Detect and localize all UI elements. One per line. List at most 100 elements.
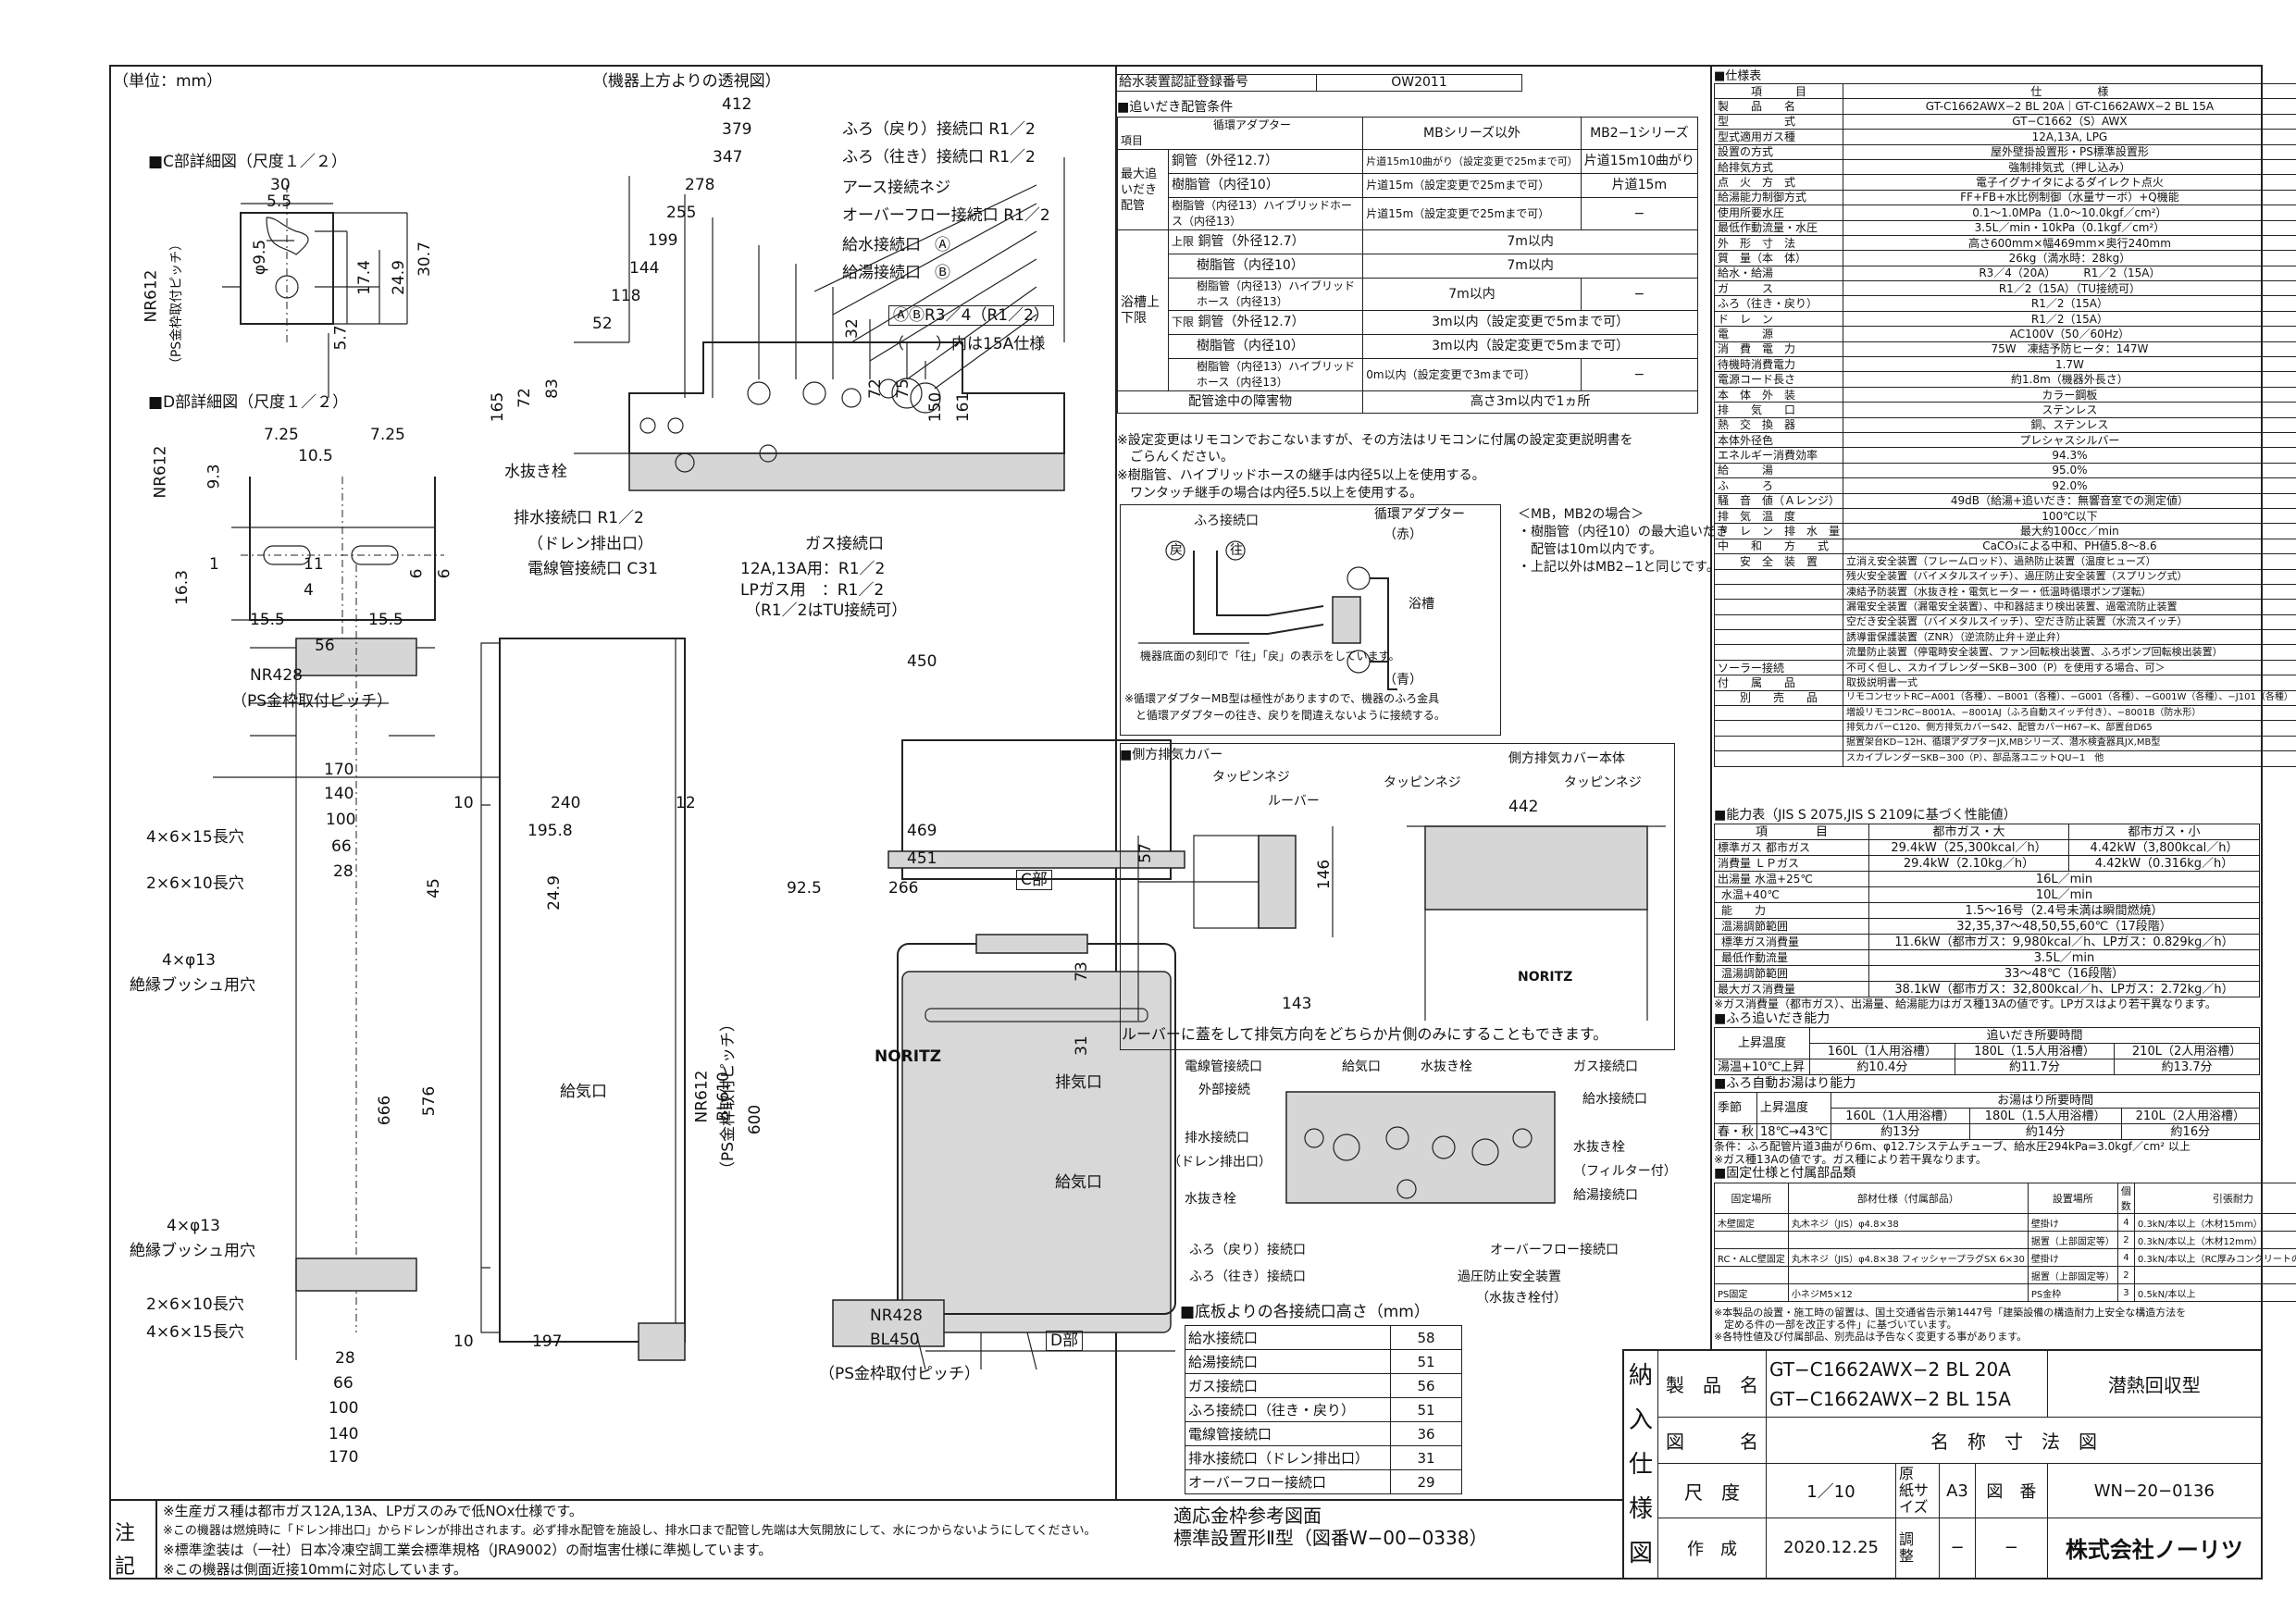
- pipe-u3a: 樹脂管（内径13）ハイブリッドホース（内径13）: [1167, 278, 1364, 311]
- cap-item: 標準ガス消費量: [1714, 934, 1869, 950]
- cap-item: 温湯調節範囲: [1714, 965, 1869, 982]
- pipe-r1a: 銅管（外径12.7）: [1167, 149, 1364, 174]
- dim-f10: 10: [453, 794, 474, 812]
- spec-value: 最大約100cc／min: [1843, 523, 2296, 539]
- label-earth: アース接続ネジ: [842, 179, 951, 197]
- pipe-max-label: 最大追いだき配管: [1117, 149, 1169, 230]
- fix-hdr: 引張耐力: [2133, 1183, 2296, 1214]
- heights-value: 36: [1390, 1421, 1462, 1446]
- side-title: ■側方排気カバー: [1120, 748, 1223, 762]
- spec-value: 強制排気式（押し込み）: [1843, 158, 2296, 176]
- cap-item: 最大ガス消費量: [1714, 981, 1869, 997]
- label-slot2: 2×6×10長穴: [146, 874, 244, 893]
- spec-item: ふろ（往き・戻り）: [1713, 295, 1844, 312]
- middle-divider: [1115, 65, 1117, 1499]
- dim-f170: 170: [324, 761, 354, 779]
- label-exhaust: 排気口: [1055, 1073, 1102, 1092]
- heights-name: 排水接続口（ドレン排出口）: [1185, 1445, 1391, 1470]
- pipe-u1a: 上限 銅管（外径12.7）: [1167, 229, 1364, 254]
- cap-value-small: 4.42kW（0.316kg／h）: [2068, 855, 2260, 872]
- spec-item: エネルギー消費効率: [1713, 447, 1844, 464]
- spec-value: 92.0%: [1843, 477, 2296, 494]
- label-conduit: 電線管接続口 C31: [527, 560, 658, 578]
- fix-cell: 0.5kN/本以上: [2133, 1283, 2296, 1302]
- dim-t118: 118: [611, 287, 641, 305]
- pipe-note3: ワンタッチ継手の場合は内径5.5以上を使用する。: [1117, 486, 1423, 501]
- cap-value: 38.1kW（都市ガス：32,800kcal／h、LPガス：2.72kg／h）: [1868, 981, 2260, 997]
- bottom-plug2: 水抜き栓: [1573, 1140, 1625, 1155]
- bottom-plug3: 水抜き栓: [1185, 1192, 1236, 1207]
- bottom-filter: （フィルター付）: [1573, 1164, 1677, 1179]
- dim-d105: 10.5: [298, 447, 333, 465]
- bottom-bgo: ふろ（往き）接続口: [1189, 1270, 1306, 1284]
- spec-safety-blank: [1713, 568, 1844, 585]
- bottom-ext: 外部接続: [1198, 1083, 1250, 1097]
- cap-item-sub: 能 力: [1721, 903, 1767, 917]
- cert-label: 給水装置認証登録番号: [1115, 74, 1317, 92]
- adapter-box: [1120, 504, 1501, 736]
- heights-title: ■底板よりの各接続口高さ（mm）: [1180, 1303, 1430, 1321]
- label-hot-out: 給湯接続口: [842, 264, 921, 282]
- bottom-conduit: 電線管接続口: [1185, 1059, 1262, 1074]
- spec-item: 電源コード長さ: [1713, 371, 1844, 388]
- adapter-mb2: ・樹脂管（内径10）の最大追いだき: [1518, 525, 1729, 539]
- dim-t199: 199: [648, 231, 678, 250]
- dim-f240: 240: [551, 794, 581, 812]
- cap-value: 33〜48℃（16段階）: [1868, 965, 2260, 982]
- label-d-part: D部: [1046, 1331, 1084, 1351]
- fix-cell: [1787, 1231, 2029, 1249]
- dim-f100: 100: [326, 811, 356, 829]
- top-view: [574, 157, 1065, 491]
- bottom-ovf: オーバーフロー接続口: [1490, 1243, 1620, 1258]
- spec-sep-item: 排気カバーC120、側方排気カバーS42、配管カバーH67−K、部置台D65: [1843, 720, 2296, 737]
- auto-hdr-rise: 上昇温度: [1756, 1092, 1832, 1124]
- spec-safety-row: 凍結予防装置（水抜き栓・電気ヒーター・低温時循環ポンプ運転）: [1713, 583, 2296, 601]
- adapter-mb1: ＜MB，MB2の場合＞: [1518, 507, 1644, 522]
- spec-row: 外 形 寸 法高さ600mm×幅469mm×奥行240mm: [1713, 234, 2296, 252]
- dim-f925: 92.5: [787, 879, 822, 898]
- bottom-relief: 過圧防止安全装置: [1458, 1270, 1561, 1284]
- dim-c-pspitch: （PS金枠取付ピッチ）: [169, 237, 185, 371]
- pipe-r3c: −: [1580, 197, 1699, 230]
- spec-item: 電 源: [1713, 326, 1844, 342]
- heights-name: ふろ接続口（往き・戻り）: [1185, 1397, 1391, 1422]
- pipe-title: ■追いだき配管条件: [1117, 100, 1234, 115]
- spec-item: 使用所要水圧: [1713, 204, 1844, 221]
- fix-row: RC・ALC壁固定丸木ネジ（JIS）φ4.8×38 フィッシャープラグSX 6×…: [1714, 1248, 2296, 1267]
- spec-row: 熱 交 換 器銅、ステンレス: [1713, 416, 2296, 433]
- reheat-col-2: 210L（2人用浴槽）: [2114, 1043, 2260, 1059]
- adapter-blue: （青）: [1384, 673, 1422, 688]
- tb-adj: −: [1938, 1517, 1977, 1580]
- label-circ-b: Ⓑ: [935, 264, 950, 282]
- pipe-r1c: 片道15m10曲がり: [1580, 149, 1699, 174]
- spec-item: ふ ろ: [1713, 477, 1844, 494]
- reheat-table: 上昇温度追いだき所要時間 160L（1人用浴槽）180L（1.5人用浴槽）210…: [1714, 1027, 2260, 1075]
- pipe-r2c: 片道15m: [1580, 173, 1699, 198]
- dim-f28: 28: [333, 862, 354, 881]
- cap-hdr-big: 都市ガス・大: [1868, 824, 2070, 840]
- spec-value: 94.3%: [1843, 447, 2296, 464]
- fix-cell: 4: [2116, 1213, 2135, 1232]
- spec-item: ド レ ン 排 水 量: [1713, 523, 1844, 539]
- cap-item-sub: 水温+40℃: [1721, 887, 1780, 901]
- spec-safety-item: 残火安全装置（バイメタルスイッチ）、過圧防止安全装置（スプリング式）: [1843, 568, 2296, 585]
- spec-acc-row: 付 属 品取扱説明書一式: [1713, 675, 2296, 691]
- cap-value: 32,35,37〜48,50,55,60℃（17段階）: [1868, 918, 2260, 935]
- reheat-title: ■ふろ追いだき能力: [1714, 1011, 1831, 1026]
- label-drain-conn: 排水接続口 R1／2: [514, 509, 644, 527]
- spec-value: 1.7W: [1843, 356, 2296, 373]
- label-intake2: 給気口: [1055, 1173, 1102, 1192]
- heights-value: 29: [1390, 1469, 1462, 1494]
- fix-hdr: 個数: [2116, 1183, 2135, 1214]
- dim-t32: 32: [842, 318, 862, 339]
- pipe-r2b: 片道15m（設定変更で25mまで可）: [1362, 173, 1582, 198]
- spec-safety-item: 漏電安全装置（漏電安全装置）、中和器詰まり検出装置、過電流防止装置: [1843, 599, 2296, 615]
- pipe-l3a: 樹脂管（内径13）ハイブリッドホース（内径13）: [1167, 358, 1364, 391]
- auto-hdr-season: 季節: [1713, 1092, 1758, 1124]
- dim-f197: 197: [532, 1332, 563, 1351]
